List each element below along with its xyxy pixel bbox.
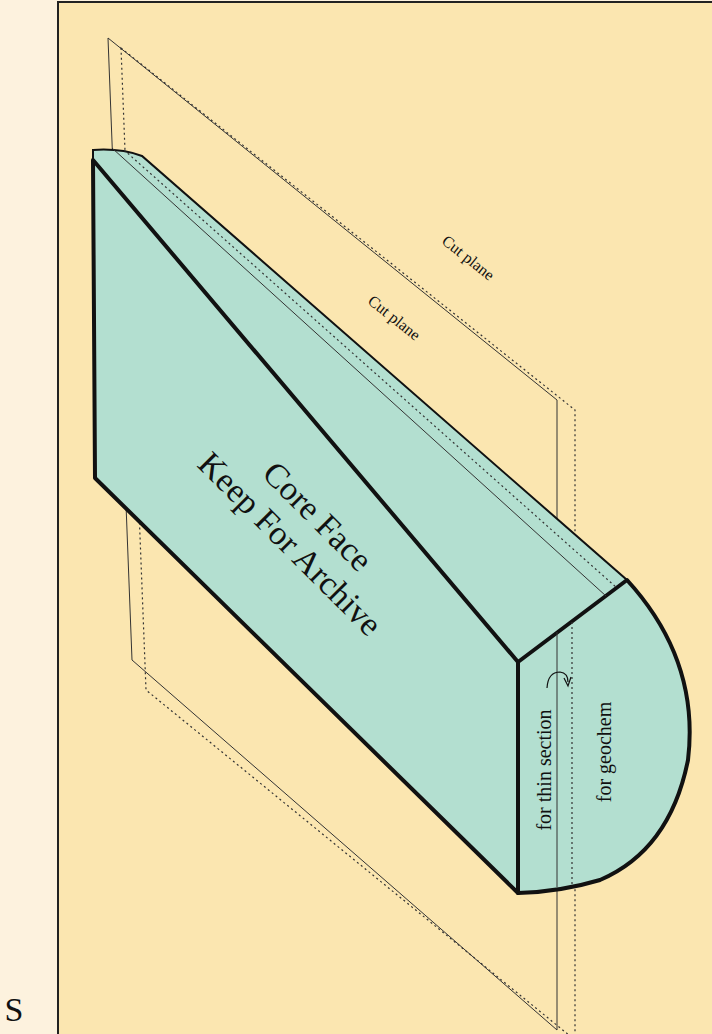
edge-letter: S (5, 993, 24, 1027)
sample-label: for geochem (594, 702, 614, 803)
sample-label: for thin section (534, 709, 554, 830)
